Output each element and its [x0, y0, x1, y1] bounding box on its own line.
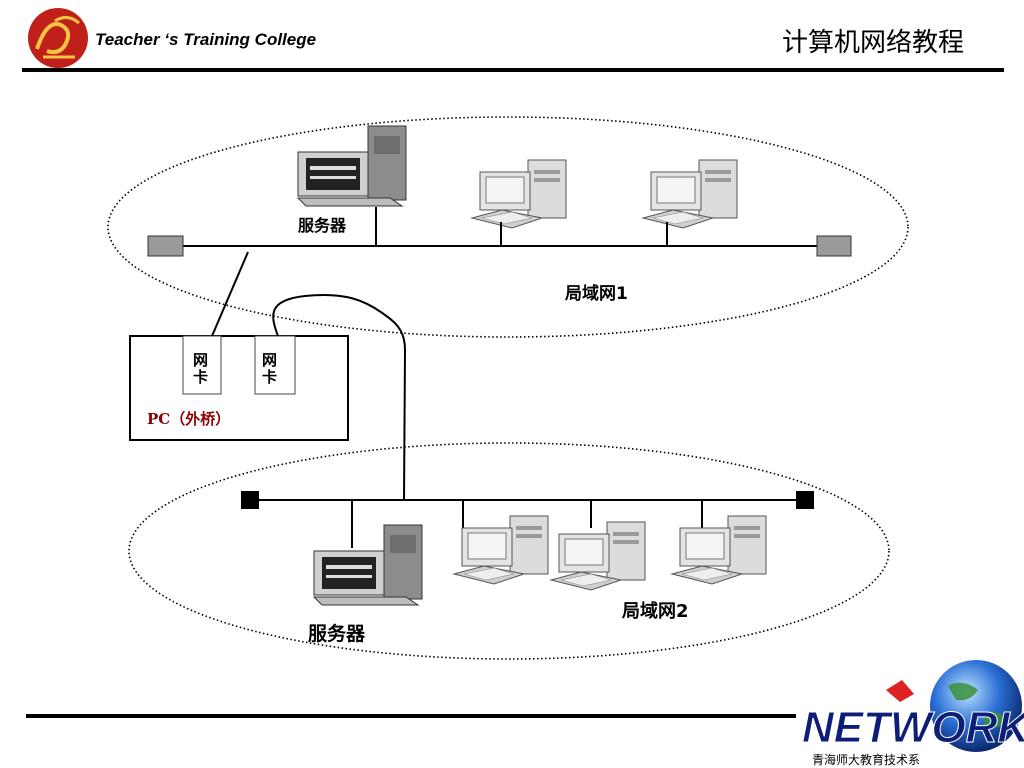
bridge-pc-label: PC（外桥） — [147, 410, 230, 428]
nic-1-label-bottom: 卡 — [193, 368, 208, 386]
lan1-label: 局域网1 — [565, 283, 628, 304]
lan1-server-label: 服务器 — [298, 216, 347, 235]
lan2-workstation-1-icon — [453, 515, 549, 585]
lan2-terminator-left — [241, 491, 259, 509]
lan2-terminator-right — [796, 491, 814, 509]
lan1-terminator-left — [147, 235, 184, 257]
college-logo-icon — [28, 8, 88, 68]
nic-1-label-top: 网 — [193, 351, 208, 369]
course-title: 计算机网络教程 — [781, 28, 964, 58]
nic-2-card — [254, 335, 296, 395]
lan1-workstation-2-icon — [642, 159, 738, 229]
lan2-server-icon — [313, 524, 423, 606]
footer-divider — [26, 714, 796, 718]
college-name: Teacher ‘s Training College — [95, 30, 317, 49]
slide-header: Teacher ‘s Training College 计算机网络教程 — [0, 0, 1024, 72]
nic-2-label-bottom: 卡 — [262, 368, 277, 386]
department-caption: 青海师大教育技术系 — [812, 752, 920, 767]
lan2-server-label: 服务器 — [308, 622, 366, 645]
lan2-label: 局域网2 — [622, 600, 689, 622]
network-logo: NETWORK 青海师大教育技术系 — [802, 660, 1024, 767]
lan2-workstation-2-icon — [550, 521, 646, 591]
bridge-pc-box — [129, 335, 349, 441]
globe-icon — [930, 660, 1022, 752]
lan1-boundary — [107, 116, 909, 338]
network-logo-text: NETWORK — [802, 703, 1024, 752]
lan1-server-icon — [297, 125, 407, 207]
nic2-to-lan2-cable — [272, 294, 407, 501]
red-emblem-icon — [886, 680, 914, 702]
lan1-terminator-right — [816, 235, 852, 257]
lan1-workstation-1-icon — [471, 159, 567, 229]
lan2-workstation-3-icon — [671, 515, 767, 585]
header-divider — [22, 68, 1004, 72]
lan1-to-nic1-link — [211, 251, 249, 337]
lan2-boundary — [128, 442, 890, 660]
nic-1-card — [182, 335, 222, 395]
nic-2-label-top: 网 — [262, 351, 277, 369]
